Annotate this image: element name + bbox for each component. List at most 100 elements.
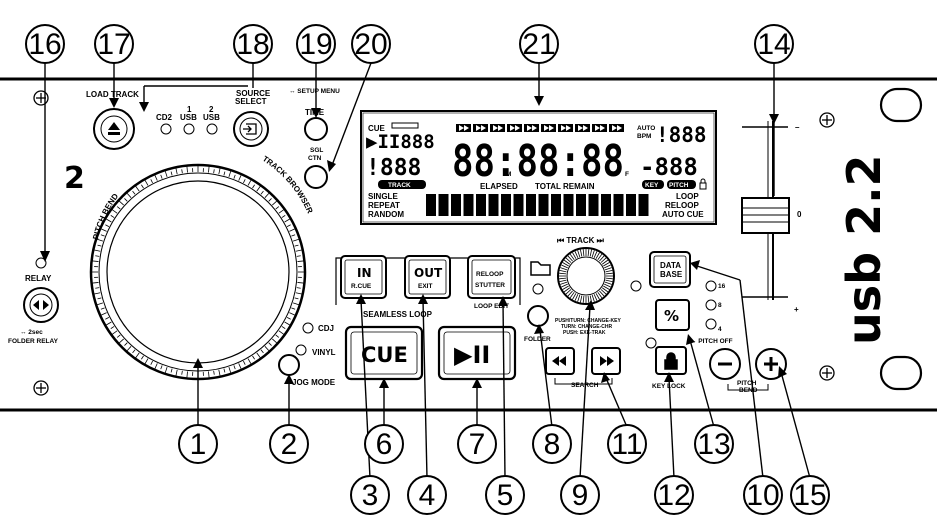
sgl-ctn-button[interactable] xyxy=(304,165,328,189)
track-knob-ticks xyxy=(559,249,613,303)
jog-tick xyxy=(292,302,299,306)
jog-tick xyxy=(278,330,284,335)
callout-arrowheads xyxy=(40,96,787,388)
percent-label: % xyxy=(664,307,679,325)
lcd-bar-cell xyxy=(488,194,499,216)
knob-tick xyxy=(559,277,567,280)
knob-tick xyxy=(587,249,590,257)
knob-tick xyxy=(605,277,613,280)
in-button[interactable] xyxy=(340,255,387,299)
load-track-button[interactable] xyxy=(93,108,135,150)
model-name: usb 2.2 xyxy=(837,154,891,345)
callout-4: 4 xyxy=(407,475,447,515)
input-icon xyxy=(243,123,257,135)
jog-tick xyxy=(105,317,110,320)
knob-tick xyxy=(605,272,613,275)
front-panel xyxy=(0,77,937,412)
knob-tick xyxy=(605,279,613,283)
jog-tick xyxy=(264,346,270,352)
lcd-cue-marker xyxy=(391,122,419,129)
knob-tick xyxy=(600,289,607,295)
lcd-autocue: AUTO CUE xyxy=(662,210,704,219)
knob-tick xyxy=(559,272,567,275)
jog-tick xyxy=(144,358,149,364)
jog-tick xyxy=(106,218,112,223)
relay-label: RELAY xyxy=(25,274,52,283)
jog-tick xyxy=(144,180,149,186)
jog-tick xyxy=(141,355,144,360)
jog-tick xyxy=(289,228,295,232)
lcd-bar-cell xyxy=(526,194,536,216)
jog-tick xyxy=(218,369,221,376)
knob-tick xyxy=(574,251,579,258)
lcd-elapsed: ELAPSED xyxy=(480,182,518,191)
cd2-label: CD2 xyxy=(156,113,173,122)
jog-tick xyxy=(243,179,246,184)
jog-tick xyxy=(284,321,290,326)
knob-tick xyxy=(582,249,585,257)
lcd-progress-arrow xyxy=(510,125,520,131)
jog-tick xyxy=(116,334,121,338)
jog-tick xyxy=(92,260,99,262)
lcd-repeat: REPEAT xyxy=(368,201,400,210)
jog-tick xyxy=(278,209,284,214)
callout-6-number: 6 xyxy=(376,428,393,461)
jog-wheel[interactable] xyxy=(89,163,307,381)
lcd-progress-arrow xyxy=(459,125,469,131)
relay-button[interactable] xyxy=(23,287,59,323)
reloop-button-sublabel: STUTTER xyxy=(475,282,505,289)
jog-tick xyxy=(126,346,132,352)
usb1-led xyxy=(183,123,195,135)
time-button[interactable] xyxy=(304,117,328,141)
knob-tick xyxy=(574,294,579,301)
out-button[interactable] xyxy=(404,255,451,299)
folder-button[interactable] xyxy=(527,305,549,327)
fast-forward-icon xyxy=(600,356,614,366)
pitch-slider[interactable] xyxy=(741,121,790,300)
knob-tick xyxy=(599,255,605,262)
jog-tick xyxy=(181,370,183,375)
reloop-button[interactable] xyxy=(467,255,516,299)
knob-tick xyxy=(587,295,590,303)
jog-tick xyxy=(95,255,100,257)
knob-tick xyxy=(600,257,607,263)
slider-plus-label: + xyxy=(794,305,799,314)
source-select-button[interactable] xyxy=(233,111,269,147)
jog-tick xyxy=(238,175,242,181)
lcd-progress-arrow xyxy=(578,125,588,131)
pitch-range-button[interactable] xyxy=(655,299,690,331)
cue-button-label: CUE xyxy=(361,343,408,367)
jog-mode-button[interactable] xyxy=(278,354,300,376)
seamless-loop-label: SEAMLESS LOOP xyxy=(363,310,433,319)
jog-tick xyxy=(94,249,101,252)
jog-tick xyxy=(208,371,210,378)
callout-13: 13 xyxy=(694,424,734,464)
knob-tick xyxy=(593,251,598,258)
database-button[interactable] xyxy=(649,251,691,288)
jog-tick xyxy=(294,297,299,300)
pitch-off-label: ↔ PITCH OFF xyxy=(690,338,733,345)
cdj-led xyxy=(302,322,314,334)
jog-tick xyxy=(175,369,178,376)
callout-20: 20 xyxy=(351,24,391,64)
jog-tick xyxy=(118,200,124,206)
knob-tick xyxy=(604,283,611,288)
knob-tick xyxy=(562,262,569,267)
lock-icon xyxy=(664,352,678,370)
callout-8-number: 8 xyxy=(544,428,561,461)
callout-19-number: 19 xyxy=(299,28,332,61)
lcd-bar-cell xyxy=(501,194,511,216)
lcd-bar-cell xyxy=(463,194,474,216)
jog-tick xyxy=(124,342,128,346)
lcd-s: S xyxy=(569,171,574,178)
callout-11: 11 xyxy=(607,424,647,464)
callout-1: 1 xyxy=(178,424,218,464)
jog-tick xyxy=(118,338,124,344)
track-knob[interactable] xyxy=(557,247,615,305)
jog-tick xyxy=(223,368,226,373)
jog-tick xyxy=(97,238,104,242)
